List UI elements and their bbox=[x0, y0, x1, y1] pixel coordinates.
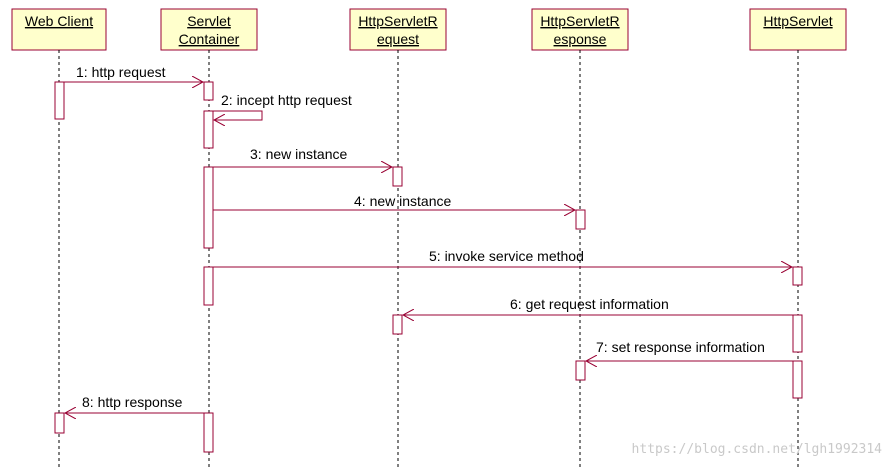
message-label: 8: http response bbox=[82, 394, 183, 410]
participant-label: equest bbox=[377, 31, 419, 47]
message-label: 2: incept http request bbox=[221, 92, 352, 108]
message-2: 2: incept http request bbox=[213, 92, 352, 120]
participant-label: Servlet bbox=[187, 13, 231, 29]
activation-bar bbox=[392, 314, 403, 335]
message-4: 4: new instance bbox=[213, 193, 575, 210]
message-5: 5: invoke service method bbox=[213, 248, 792, 267]
participant-http-servlet-request: HttpServletR equest bbox=[349, 8, 447, 51]
activation-bar bbox=[54, 412, 65, 434]
participant-label: Web Client bbox=[25, 13, 93, 29]
message-1: 1: http request bbox=[64, 64, 203, 82]
message-7: 7: set response information bbox=[586, 339, 793, 361]
message-label: 5: invoke service method bbox=[429, 248, 584, 264]
participant-label: Container bbox=[179, 31, 240, 47]
activation-bar bbox=[575, 209, 586, 230]
participant-web-client: Web Client bbox=[11, 8, 107, 51]
activation-bar bbox=[792, 314, 803, 353]
participant-label: HttpServlet bbox=[763, 13, 832, 29]
participant-label: HttpServletR bbox=[358, 13, 437, 29]
participant-http-servlet-response: HttpServletR esponse bbox=[531, 8, 629, 51]
activation-bar bbox=[203, 266, 214, 306]
activation-bar bbox=[203, 412, 214, 453]
activation-bar bbox=[575, 360, 586, 381]
activation-bar bbox=[203, 110, 214, 149]
message-3: 3: new instance bbox=[213, 146, 392, 167]
activation-bar bbox=[54, 81, 65, 120]
message-label: 3: new instance bbox=[250, 146, 347, 162]
watermark-text: https://blog.csdn.net/lgh1992314 bbox=[632, 442, 883, 457]
participant-servlet-container: Servlet Container bbox=[160, 8, 258, 51]
participant-label: esponse bbox=[554, 31, 607, 47]
activation-bar bbox=[203, 166, 214, 249]
message-6: 6: get request information bbox=[403, 296, 793, 315]
activation-bar bbox=[203, 81, 214, 101]
message-label: 1: http request bbox=[76, 64, 166, 80]
activation-bar bbox=[392, 166, 403, 187]
message-label: 6: get request information bbox=[510, 296, 669, 312]
participant-http-servlet: HttpServlet bbox=[749, 8, 847, 51]
activation-bar bbox=[792, 360, 803, 399]
participant-label: HttpServletR bbox=[540, 13, 619, 29]
message-8: 8: http response bbox=[65, 394, 204, 413]
activation-bar bbox=[792, 266, 803, 286]
message-label: 7: set response information bbox=[596, 339, 765, 355]
message-label: 4: new instance bbox=[354, 193, 451, 209]
